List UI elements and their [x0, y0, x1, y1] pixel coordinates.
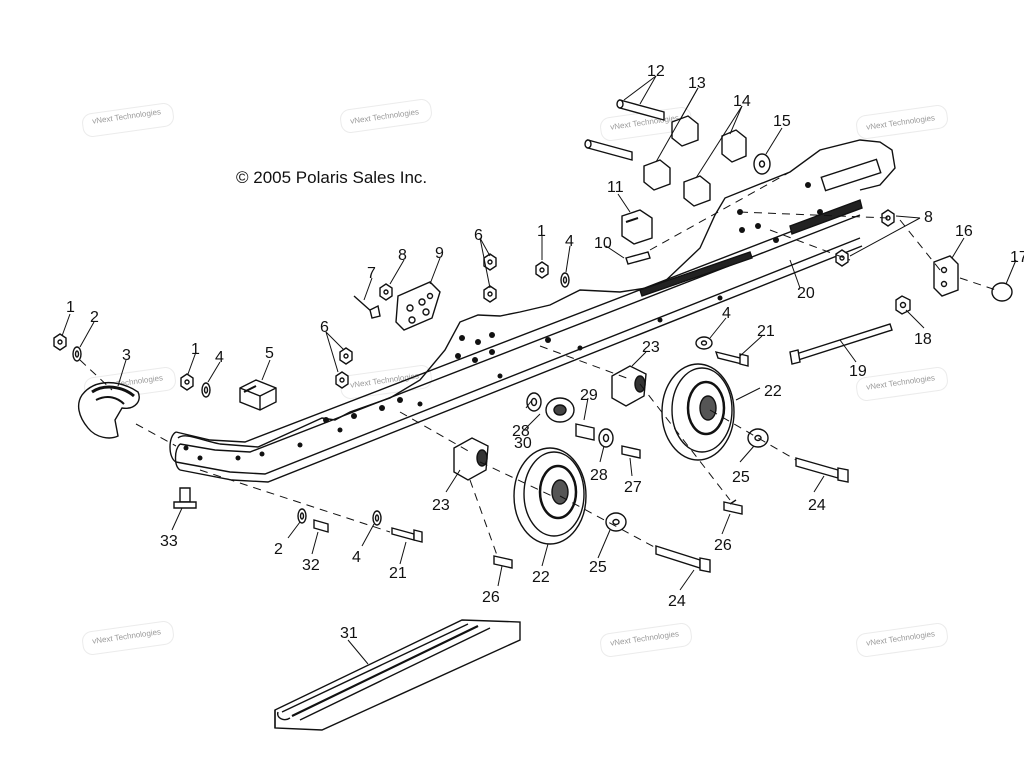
callout-21: 21	[757, 323, 775, 340]
callout-28: 28	[512, 423, 530, 440]
callout-10: 10	[594, 235, 612, 252]
rail-bottom-edge-2	[179, 245, 863, 483]
callout-9: 9	[435, 245, 444, 262]
callout-4: 4	[722, 305, 731, 322]
callout-2: 2	[90, 309, 99, 326]
callout-29: 29	[580, 387, 598, 404]
callout-8: 8	[924, 209, 933, 226]
callout-27: 27	[624, 479, 642, 496]
callout-7: 7	[367, 265, 376, 282]
callout-25: 25	[589, 559, 607, 576]
front-end-cap	[77, 382, 140, 439]
callout-22: 22	[532, 569, 550, 586]
callout-4: 4	[352, 549, 361, 566]
callout-2: 2	[274, 541, 283, 558]
callout-6: 6	[320, 319, 329, 336]
rail-upper-profile	[177, 139, 896, 448]
callout-6: 6	[474, 227, 483, 244]
rail-band-2	[639, 251, 753, 297]
bolt-7	[353, 295, 381, 319]
callout-3: 3	[122, 347, 131, 364]
rail-holes	[183, 182, 823, 461]
washers	[72, 153, 771, 532]
callout-23: 23	[642, 339, 660, 356]
callout-1: 1	[537, 223, 546, 240]
bracket-5	[239, 379, 277, 411]
callout-20: 20	[797, 285, 815, 302]
copyright-notice: © 2005 Polaris Sales Inc.	[236, 168, 428, 187]
callout-25: 25	[732, 469, 750, 486]
callout-8: 8	[398, 247, 407, 264]
rail-front-tip-2	[174, 443, 181, 471]
bolts	[173, 323, 893, 573]
callout-21: 21	[389, 565, 407, 582]
wear-strip	[274, 619, 521, 731]
bushing-30	[545, 397, 575, 423]
callout-26: 26	[714, 537, 732, 554]
callout-32: 32	[302, 557, 320, 574]
callout-15: 15	[773, 113, 791, 130]
rail-band	[789, 199, 863, 235]
callout-1: 1	[66, 299, 75, 316]
callout-labels: 1 2 3 1 4 5 6 7 8 9 6 1 4 10 11 12 13 14…	[66, 63, 1024, 642]
callout-5: 5	[265, 345, 274, 362]
rail-front-tip	[169, 431, 177, 463]
callout-18: 18	[914, 331, 932, 348]
callout-23: 23	[432, 497, 450, 514]
callout-14: 14	[733, 93, 751, 110]
rail-top-edge	[175, 204, 861, 443]
callout-30: 30	[514, 435, 532, 452]
callout-19: 19	[849, 363, 867, 380]
callout-1: 1	[191, 341, 200, 358]
callout-13: 13	[688, 75, 706, 92]
rail-assembly	[169, 139, 896, 483]
nuts	[53, 209, 911, 391]
callout-12: 12	[647, 63, 665, 80]
rail-rear-slot	[820, 158, 882, 192]
callout-31: 31	[340, 625, 358, 642]
callout-22: 22	[764, 383, 782, 400]
leader-lines	[61, 75, 1017, 665]
callout-11: 11	[607, 179, 624, 196]
upper-parts	[584, 99, 1013, 302]
callout-4: 4	[565, 233, 574, 250]
callout-33: 33	[160, 533, 178, 550]
callout-24: 24	[668, 593, 686, 610]
rail-bottom-edge	[175, 237, 861, 475]
callout-26: 26	[482, 589, 500, 606]
plate-9	[395, 281, 441, 331]
callout-28: 28	[590, 467, 608, 484]
callout-16: 16	[955, 223, 973, 240]
callout-24: 24	[808, 497, 826, 514]
callout-17: 17	[1010, 249, 1024, 266]
rail-top-edge-2	[179, 214, 861, 453]
callout-4: 4	[215, 349, 224, 366]
assembly-lines	[79, 171, 997, 559]
